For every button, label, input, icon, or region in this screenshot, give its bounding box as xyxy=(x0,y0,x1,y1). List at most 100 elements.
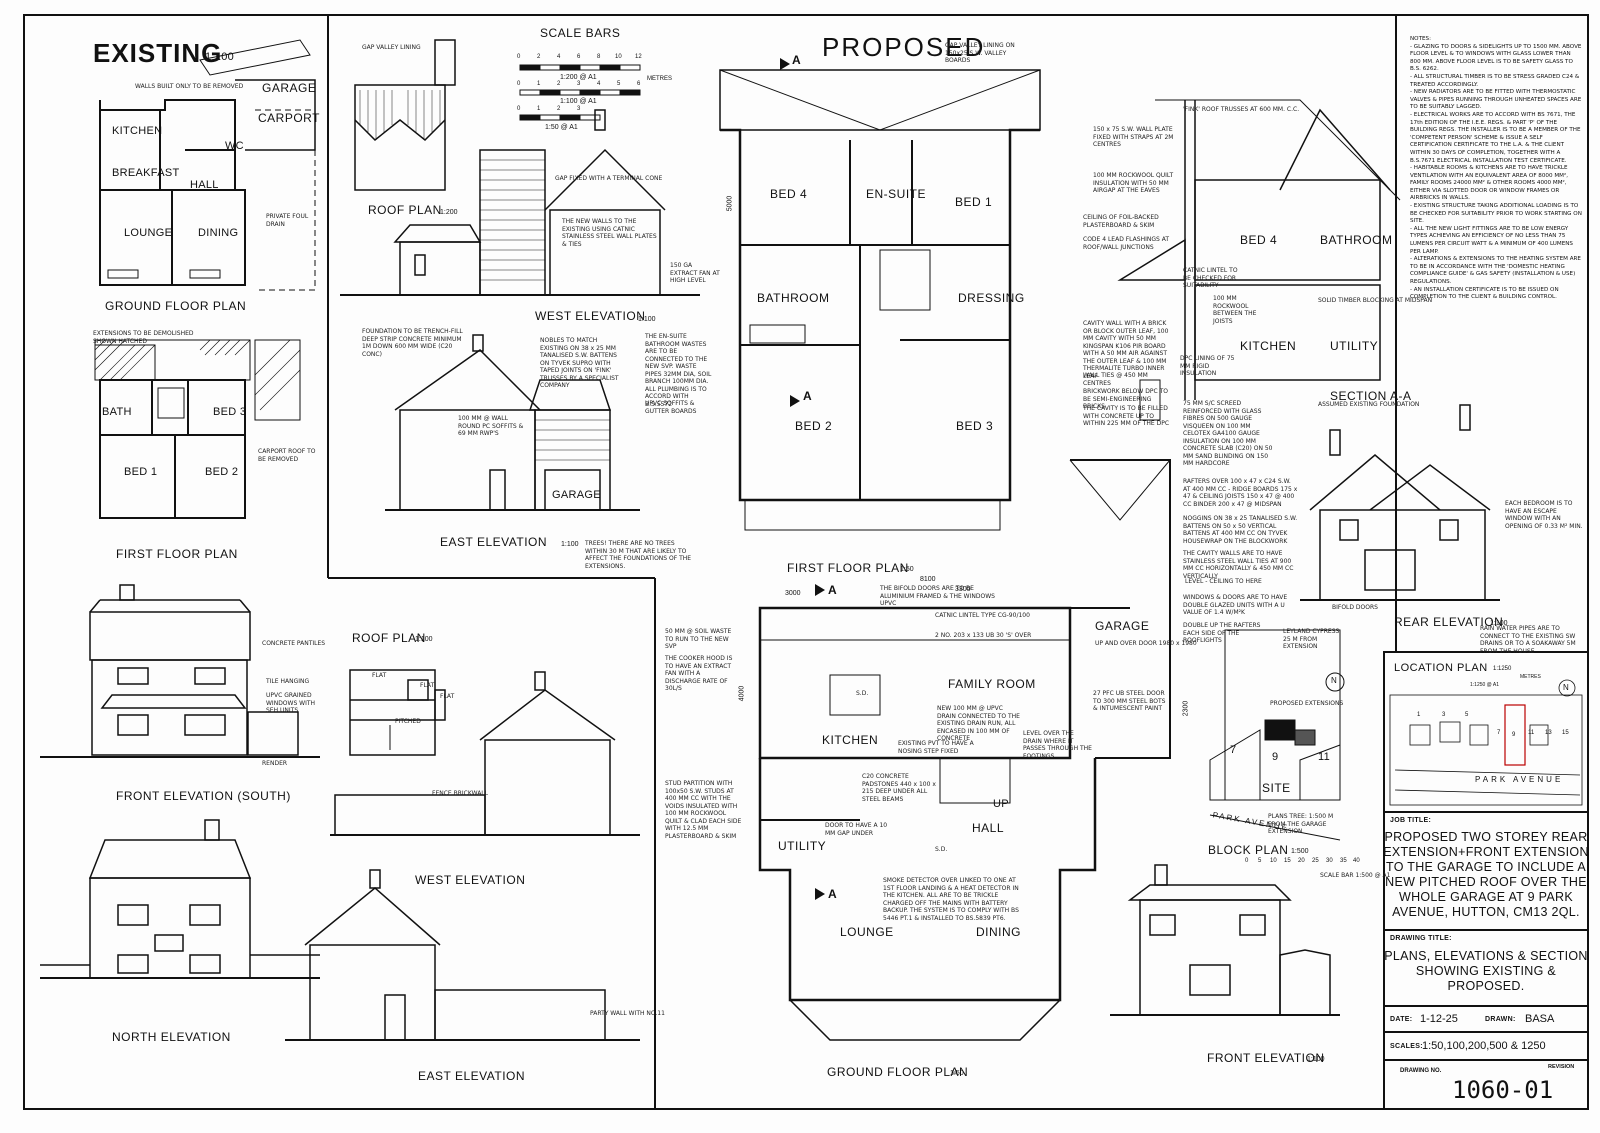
proposed-padstone-note: C20 CONCRETE PADSTONES 440 x 100 x 215 D… xyxy=(862,773,936,803)
existing-breakfast-label: BREAKFAST xyxy=(112,167,180,179)
existing-carport-note: CARPORT ROOF TO BE REMOVED xyxy=(258,448,316,463)
block-scale-10: 10 xyxy=(1270,858,1277,864)
proposed-sd-label: S.D. xyxy=(935,846,948,853)
existing-dining-label: DINING xyxy=(198,227,239,239)
section-assumed-note: ASSUMED EXISTING FOUNDATION xyxy=(1318,401,1420,408)
proposed-dining-label: DINING xyxy=(976,925,1021,939)
location-house-1: 1 xyxy=(1417,712,1421,718)
proposed-bathroom-note: THE EN-SUITE BATHROOM WASTES ARE TO BE C… xyxy=(645,333,712,408)
existing-scale: 1:100 xyxy=(205,51,235,63)
notes-heading: NOTES: xyxy=(1410,36,1431,42)
existing-roof-plan-scale: 1:100 xyxy=(415,636,433,643)
proposed-first-floor-plan xyxy=(719,69,1041,531)
block-scale-25: 25 xyxy=(1312,858,1319,864)
drawing-title: PLANS, ELEVATIONS & SECTION SHOWING EXIS… xyxy=(1384,949,1588,993)
existing-party-wall-note: PARTY WALL WITH NO.11 xyxy=(590,1010,665,1017)
location-house-9: 9 xyxy=(1512,732,1516,738)
location-plan-scale: 1:1250 xyxy=(1493,666,1512,672)
proposed-roof-plan xyxy=(354,39,456,191)
block-site-label: SITE xyxy=(1262,781,1291,795)
proposed-valley-note: GAP VALLEY LINING ON 150x25 S.W. VALLEY … xyxy=(945,42,1015,64)
proposed-extract-note: 150 GA EXTRACT FAN AT HIGH LEVEL xyxy=(670,262,720,284)
block-planning-note: PLANS TREE: 1:500 M FROM THE GARAGE EXTE… xyxy=(1268,813,1334,835)
general-notes: NOTES: - GLAZING TO DOORS & SIDELIGHTS U… xyxy=(1410,36,1582,302)
proposed-east-elevation-title: EAST ELEVATION xyxy=(440,535,548,549)
proposed-west-elevation-title: WEST ELEVATION xyxy=(535,309,646,323)
location-house-15: 15 xyxy=(1562,730,1569,736)
block-scale-35: 35 xyxy=(1340,858,1347,864)
scale-tick-v0: 0 xyxy=(517,106,521,112)
proposed-east-elevation-scale: 1:100 xyxy=(561,541,579,548)
rear-rafters-note: RAFTERS OVER 100 x 47 x C24 S.W. AT 400 … xyxy=(1183,478,1298,508)
existing-flat-2: FLAT xyxy=(420,682,435,689)
block-scale-20: 20 xyxy=(1298,858,1305,864)
scale-tick-v1: 1 xyxy=(537,106,541,112)
proposed-trees-note: TREES! THERE ARE NO TREES WITHIN 30 M TH… xyxy=(585,540,692,570)
scale-tick-0: 0 xyxy=(517,54,521,60)
existing-lounge-label: LOUNGE xyxy=(124,227,173,239)
proposed-ground-floor-scale: 1:50 xyxy=(950,1070,964,1077)
scale-tick-6: 6 xyxy=(577,54,581,60)
date-label: DATE: xyxy=(1390,1016,1413,1023)
scale-tick-v3: 3 xyxy=(577,106,581,112)
scale-tick-4: 4 xyxy=(557,54,561,60)
location-house-11: 11 xyxy=(1528,730,1535,736)
existing-bed2-label: BED 2 xyxy=(205,466,239,478)
proposed-bed2-label: BED 2 xyxy=(795,419,833,433)
rear-double-note: DOUBLE UP THE RAFTERS EACH SIDE OF THE R… xyxy=(1183,622,1261,644)
notes-line: - ALL STRUCTURAL TIMBER IS TO BE STRESS … xyxy=(1410,73,1580,88)
rear-bifold-note: BIFOLD DOORS xyxy=(1332,604,1378,611)
scale-tick-8: 8 xyxy=(597,54,601,60)
block-house-7: 7 xyxy=(1230,744,1237,756)
existing-drain-note: PRIVATE FOUL DRAIN xyxy=(266,213,309,228)
existing-flat-3: FLAT xyxy=(440,693,455,700)
proposed-cooker-note: THE COOKER HOOD IS TO HAVE AN EXTRACT FA… xyxy=(665,655,733,692)
notes-line: - ELECTRICAL WORKS ARE TO ACCORD WITH BS… xyxy=(1410,111,1581,164)
existing-bed1-label: BED 1 xyxy=(124,466,158,478)
job-title: PROPOSED TWO STOREY REAR EXTENSION+FRONT… xyxy=(1383,830,1589,919)
scales-value: 1:50,100,200,500 & 1250 xyxy=(1422,1040,1546,1052)
location-park-avenue: PARK AVENUE xyxy=(1475,775,1564,784)
scale-bars-graphic xyxy=(519,64,641,121)
proposed-title: PROPOSED xyxy=(822,32,986,62)
proposed-bifold-note: THE BIFOLD DOORS ARE TO BE ALUMINIUM FRA… xyxy=(880,585,995,607)
section-title: SECTION A-A xyxy=(1330,389,1412,403)
scale-tick-10: 10 xyxy=(615,54,622,60)
location-plan-map xyxy=(1389,679,1583,806)
section-screed-note: 75 MM S/C SCREED REINFORCED WITH GLASS F… xyxy=(1183,400,1273,467)
block-scale-bar-label: SCALE BAR 1:500 @ A1 xyxy=(1320,872,1391,879)
existing-first-floor-plan xyxy=(94,339,301,519)
notes-line: - AN INSTALLATION CERTIFICATE IS TO BE I… xyxy=(1410,286,1559,301)
existing-wc-label: WC xyxy=(225,140,244,152)
proposed-dim-2300: 2300 xyxy=(1182,700,1190,717)
existing-carport-label: CARPORT xyxy=(258,111,320,125)
scale-bar-2-label: 1:100 @ A1 xyxy=(560,98,597,105)
proposed-lintel-note: CATNIC LINTEL TYPE CG-90/100 xyxy=(935,612,1030,619)
existing-flat-1: FLAT xyxy=(372,672,387,679)
section-marker-a2: A xyxy=(803,389,813,403)
drawing-title-label: DRAWING TITLE: xyxy=(1390,935,1452,942)
existing-front-elevation-title: FRONT ELEVATION (SOUTH) xyxy=(116,789,291,803)
section-timber-note: SOLID TIMBER BLOCKING AT MIDSPAN xyxy=(1318,297,1433,304)
existing-north-elevation xyxy=(40,819,320,979)
notes-line: - HABITABLE ROOMS & KITCHENS ARE TO HAVE… xyxy=(1410,165,1568,202)
scale-tick-u4: 4 xyxy=(597,81,601,87)
location-plan-title: LOCATION PLAN xyxy=(1394,662,1488,674)
rear-noggins-note: NOGGINS ON 38 x 25 TANALISED S.W. BATTEN… xyxy=(1183,515,1298,545)
scale-tick-u6: 6 xyxy=(637,81,641,87)
proposed-gap-valley-note: GAP VALLEY LINING xyxy=(362,44,421,51)
location-north-label: N xyxy=(1563,683,1569,692)
block-scale-15: 15 xyxy=(1284,858,1291,864)
proposed-smoke-note: SMOKE DETECTOR OVER LINKED TO ONE AT 1ST… xyxy=(883,877,1019,922)
proposed-roof-plan-title: ROOF PLAN xyxy=(368,203,442,217)
scale-tick-u5: 5 xyxy=(617,81,621,87)
scale-tick-u0: 0 xyxy=(517,81,521,87)
proposed-dim-4000: 4000 xyxy=(738,685,746,702)
scale-metres-label: METRES xyxy=(647,76,673,82)
section-fink-note: 'FINK' ROOF TRUSSES AT 600 MM. C.C. xyxy=(1183,106,1300,113)
existing-ground-floor-plan xyxy=(99,39,316,291)
section-wall-ties-note: WALL TIES @ 450 MM CENTRES xyxy=(1083,372,1148,387)
proposed-garage-door-note: UP AND OVER DOOR 1980 x 1980 xyxy=(1095,640,1197,647)
proposed-bed3-label: BED 3 xyxy=(956,419,994,433)
proposed-sd-kitchen: S.D. xyxy=(856,690,869,697)
